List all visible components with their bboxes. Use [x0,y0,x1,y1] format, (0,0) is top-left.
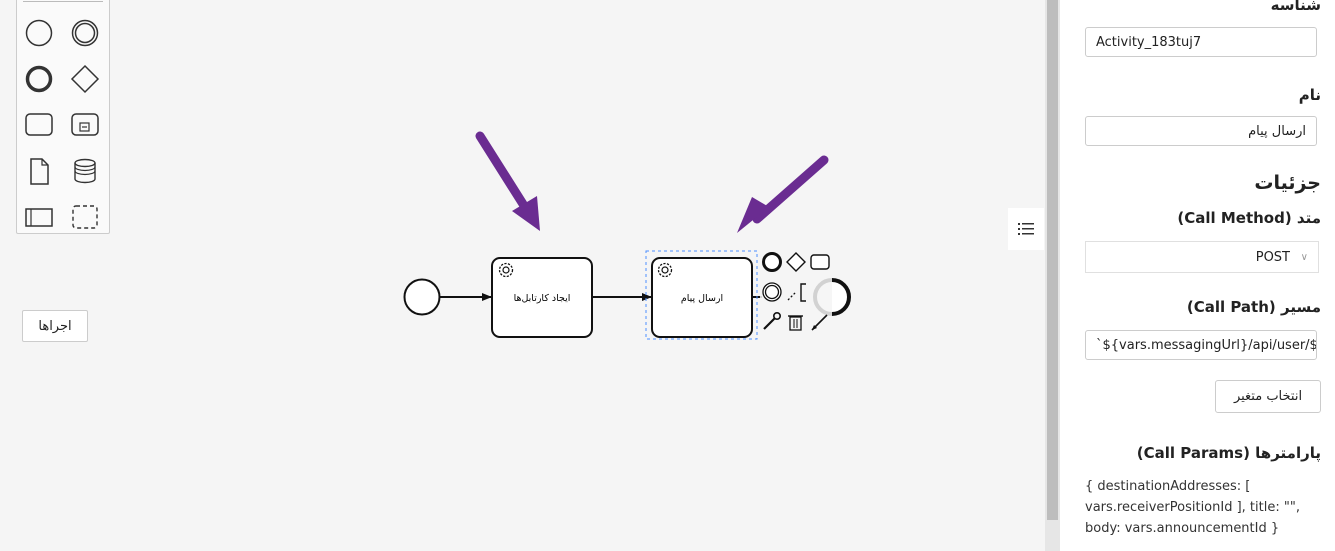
id-label: شناسه [1270,0,1321,14]
palette-separator [23,1,103,2]
selection-outline [645,250,758,340]
subprocess-tool-icon[interactable] [67,107,103,143]
delete-trash-icon[interactable] [788,315,803,331]
append-gateway-icon[interactable] [786,252,806,272]
append-task-icon[interactable] [810,254,830,270]
gateway-tool-icon[interactable] [67,61,103,97]
context-pad [760,250,832,334]
diagram-canvas[interactable]: اجراها ایجاد کارتا [0,0,1045,551]
method-select-value: POST [1255,249,1290,265]
bpmn-diagram: ایجاد کارتابل‌ها ارسال پیام [403,131,851,340]
append-end-event-icon[interactable] [762,252,782,272]
details-heading: جزئیات [1254,172,1321,194]
pool-tool-icon[interactable] [21,199,57,235]
intermediate-event-tool-icon[interactable] [67,15,103,51]
annotation-arrow-right [737,155,829,233]
gear-icon [657,262,673,278]
end-event-tool-icon[interactable] [21,61,57,97]
method-label: متد (Call Method) [1177,209,1321,227]
path-label: مسیر (Call Path) [1186,298,1321,316]
path-field[interactable]: `${vars.messagingUrl}/api/user/${ [1085,330,1317,360]
name-field[interactable]: ارسال پیام [1085,116,1317,146]
properties-panel: شناسه Activity_183tuj7 نام ارسال پیام جز… [1060,0,1335,551]
canvas-scrollbar[interactable] [1045,0,1060,551]
color-brush-icon[interactable] [811,314,828,331]
scrollbar-thumb[interactable] [1047,0,1058,520]
id-field[interactable]: Activity_183tuj7 [1085,27,1317,57]
method-select[interactable]: POST ∨ [1085,241,1319,273]
name-label: نام [1298,86,1321,104]
data-object-tool-icon[interactable] [21,153,57,189]
service-task-1[interactable]: ایجاد کارتابل‌ها [491,257,593,338]
task-2-label: ارسال پیام [681,293,723,304]
text-annotation-icon[interactable] [787,283,806,302]
properties-panel-toggle[interactable] [1008,208,1044,250]
group-tool-icon[interactable] [67,199,103,235]
chevron-down-icon: ∨ [1300,252,1308,263]
task-tool-icon[interactable] [21,107,57,143]
annotation-arrow-left [475,131,540,231]
start-event[interactable] [403,278,441,316]
params-label: پارامترها (Call Params) [1136,444,1321,462]
gear-icon [498,262,514,278]
list-icon [1018,223,1034,235]
choose-variable-button[interactable]: انتخاب متغیر [1215,380,1321,413]
data-store-tool-icon[interactable] [67,153,103,189]
start-event-tool-icon[interactable] [21,15,57,51]
append-intermediate-event-icon[interactable] [762,282,782,302]
runs-button[interactable]: اجراها [22,310,88,342]
change-type-wrench-icon[interactable] [763,311,781,330]
tool-palette [16,0,110,234]
service-task-2[interactable]: ارسال پیام [651,257,753,338]
task-1-label: ایجاد کارتابل‌ها [514,293,571,304]
params-value[interactable]: { destinationAddresses: [ vars.receiverP… [1085,479,1300,536]
